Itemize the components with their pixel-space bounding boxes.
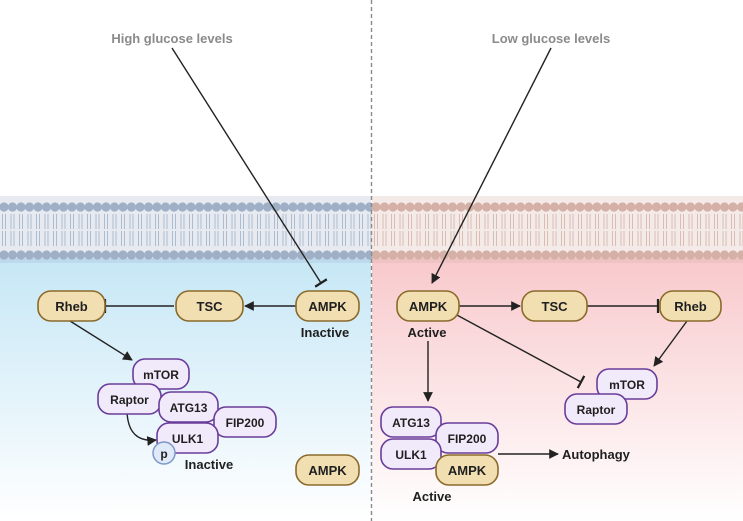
- ampk-node-inactive: AMPK: [295, 290, 360, 322]
- mtor-node: mTOR: [132, 358, 190, 390]
- svg-text:ATG13: ATG13: [170, 401, 208, 415]
- rheb-node-right: Rheb: [659, 290, 722, 322]
- atg13-node: ATG13: [158, 391, 219, 423]
- ulk1-inactive-label: Inactive: [185, 457, 233, 472]
- tsc-node: TSC: [175, 290, 244, 322]
- ampk-node-active: AMPK: [396, 290, 460, 322]
- svg-text:mTOR: mTOR: [609, 378, 645, 392]
- phosphate-marker: p: [152, 441, 176, 465]
- svg-text:Raptor: Raptor: [577, 403, 616, 417]
- high-glucose-label: High glucose levels: [111, 31, 232, 46]
- autophagy-label: Autophagy: [562, 447, 631, 462]
- raptor-node-right: Raptor: [564, 393, 628, 425]
- mtor-node-right: mTOR: [596, 368, 658, 400]
- raptor-node: Raptor: [97, 383, 162, 415]
- ampk-inactive-label: Inactive: [301, 325, 349, 340]
- tsc-node-right: TSC: [521, 290, 588, 322]
- svg-text:Rheb: Rheb: [674, 299, 707, 314]
- high-glucose-inhibits-ampk: [171, 47, 328, 288]
- low-glucose-activates-ampk: [431, 47, 552, 284]
- complex-ampk-node: AMPK: [435, 454, 499, 486]
- left-cell-membrane: [0, 196, 375, 263]
- svg-text:AMPK: AMPK: [409, 299, 448, 314]
- svg-text:FIP200: FIP200: [226, 416, 265, 430]
- ulk1-node-right: ULK1: [380, 438, 442, 470]
- svg-text:FIP200: FIP200: [448, 432, 487, 446]
- fip200-node: FIP200: [213, 406, 277, 438]
- atg13-node-right: ATG13: [380, 406, 442, 438]
- right-cell-membrane: [371, 196, 743, 263]
- free-ampk-node: AMPK: [295, 454, 360, 486]
- svg-text:AMPK: AMPK: [308, 299, 347, 314]
- svg-text:Raptor: Raptor: [110, 393, 149, 407]
- svg-text:Rheb: Rheb: [55, 299, 88, 314]
- complex-active-label: Active: [412, 489, 451, 504]
- svg-text:TSC: TSC: [197, 299, 224, 314]
- rheb-node: Rheb: [37, 290, 106, 322]
- svg-text:p: p: [160, 447, 167, 461]
- svg-text:mTOR: mTOR: [143, 368, 179, 382]
- rheb-to-mtor-arrow-right: [653, 320, 688, 367]
- svg-text:ATG13: ATG13: [392, 416, 430, 430]
- svg-text:TSC: TSC: [542, 299, 569, 314]
- rheb-to-mtor-arrow: [69, 320, 133, 361]
- low-glucose-label: Low glucose levels: [492, 31, 611, 46]
- svg-text:ULK1: ULK1: [172, 432, 204, 446]
- ampk-active-label: Active: [407, 325, 446, 340]
- ampk-inhibits-mtor: [454, 313, 586, 389]
- svg-text:AMPK: AMPK: [308, 463, 347, 478]
- fip200-node-right: FIP200: [435, 422, 499, 454]
- svg-text:AMPK: AMPK: [448, 463, 487, 478]
- raptor-to-ulk1-arrow: [126, 411, 157, 446]
- svg-text:ULK1: ULK1: [395, 448, 427, 462]
